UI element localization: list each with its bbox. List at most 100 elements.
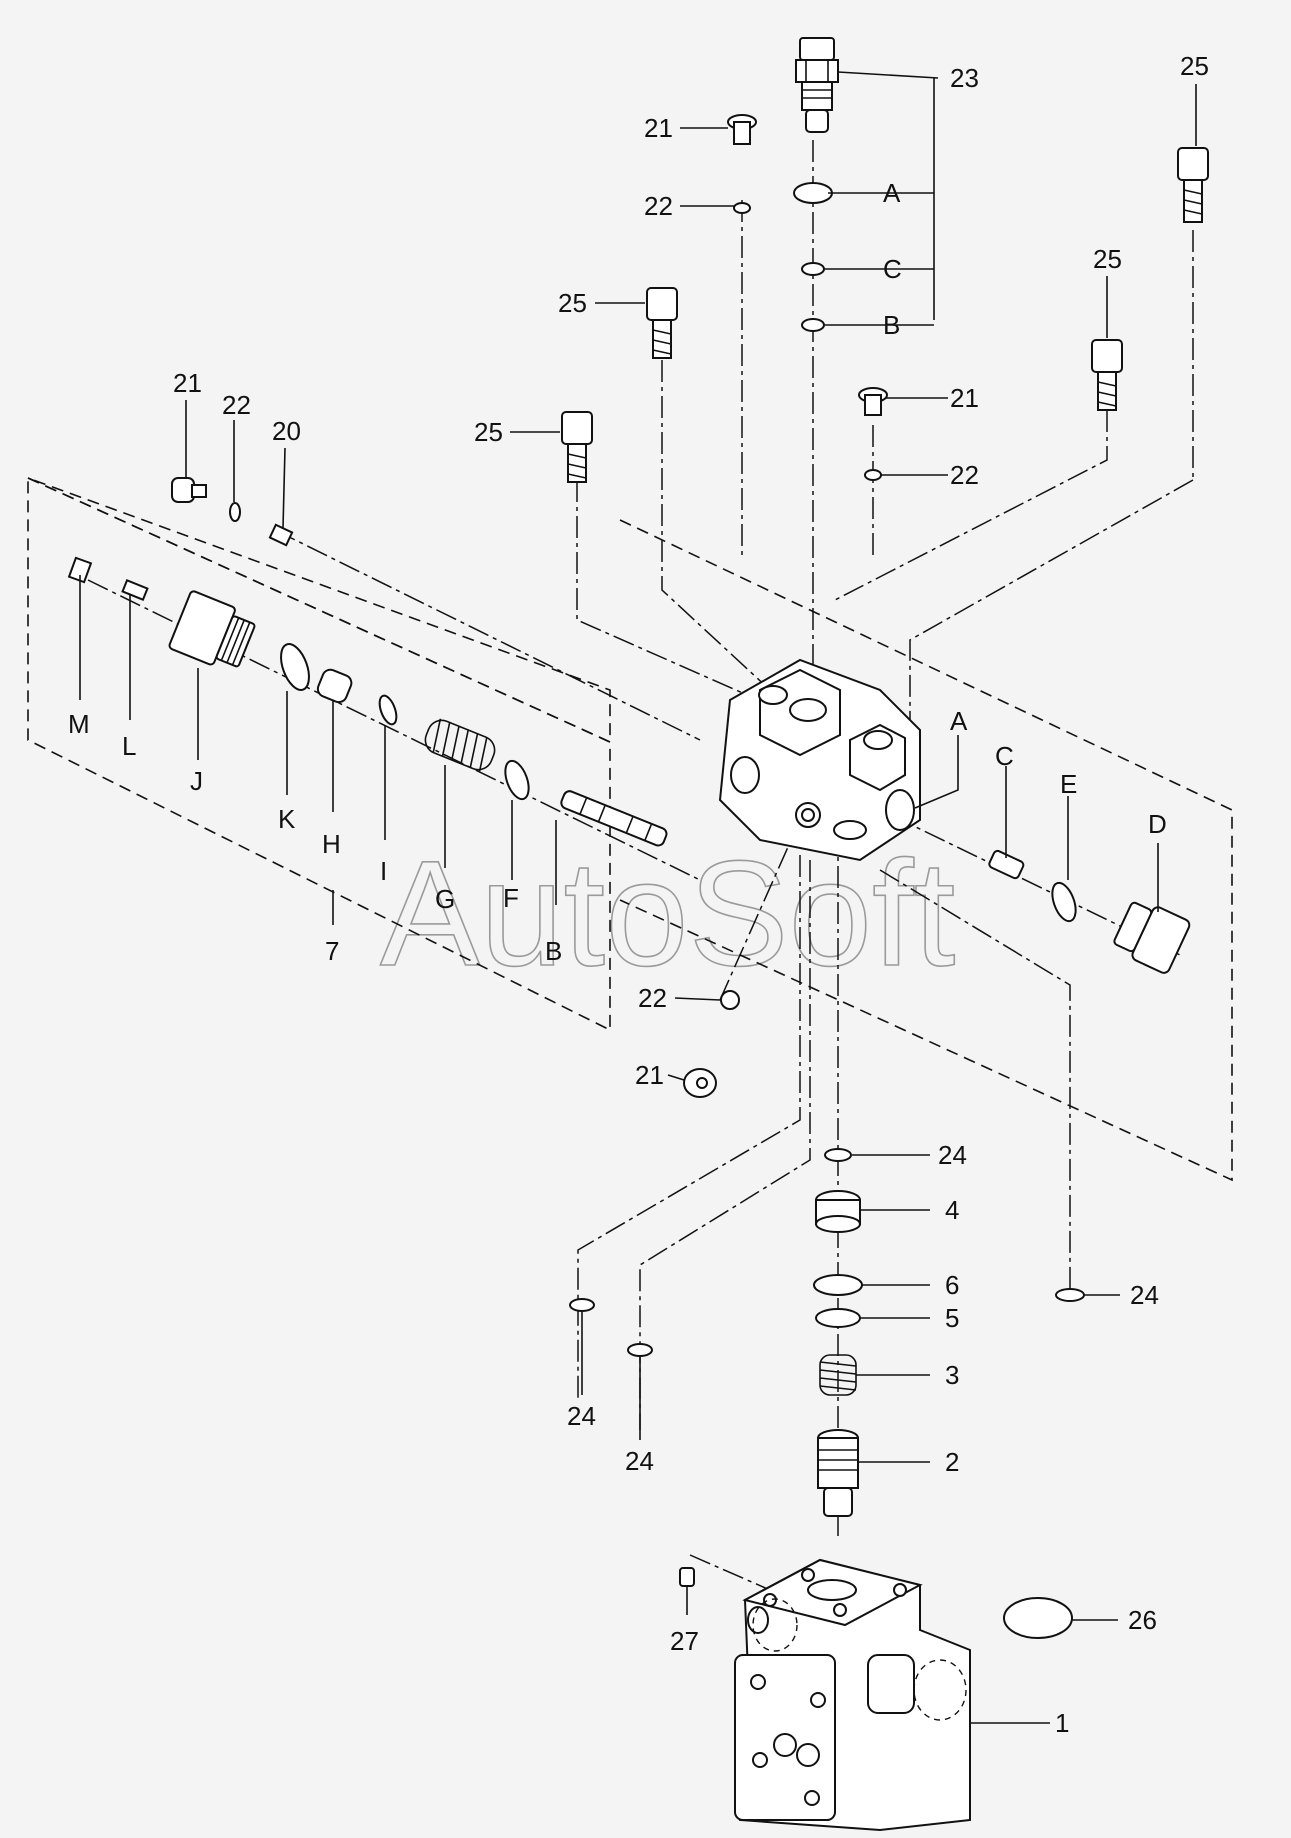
callout-A-top: A xyxy=(883,178,901,208)
callout-L: L xyxy=(122,731,136,761)
screw-L xyxy=(121,579,149,601)
callout-22-r: 22 xyxy=(950,460,979,490)
plug-21-top xyxy=(727,114,757,145)
callout-24-b: 24 xyxy=(567,1401,596,1431)
bolt-25-top-right xyxy=(1177,147,1209,223)
bolt-25-right xyxy=(1091,339,1123,411)
callout-5: 5 xyxy=(945,1303,959,1333)
callout-3: 3 xyxy=(945,1360,959,1390)
callout-C-top: C xyxy=(883,254,902,284)
callout-20: 20 xyxy=(272,416,301,446)
axis-24-d xyxy=(879,869,1071,1290)
callout-21-l: 21 xyxy=(173,368,202,398)
callout-25-c: 25 xyxy=(558,288,587,318)
screw-27 xyxy=(679,1567,695,1587)
washer-F xyxy=(504,759,530,801)
callout-22-low: 22 xyxy=(638,983,667,1013)
callout-22-top: 22 xyxy=(644,191,673,221)
o-ring-24-b xyxy=(569,1298,595,1312)
callout-J: J xyxy=(190,766,203,796)
callout-A-r: A xyxy=(950,706,968,736)
axis-21-low xyxy=(719,819,801,1001)
callout-C-r: C xyxy=(995,741,1014,771)
callout-1: 1 xyxy=(1055,1708,1069,1738)
check-C-right xyxy=(988,849,1025,880)
callout-F: F xyxy=(503,883,519,913)
axis-25-l xyxy=(576,480,771,706)
piston-4 xyxy=(815,1190,861,1233)
group-outline-7-top xyxy=(27,477,611,744)
callout-21-r: 21 xyxy=(950,383,979,413)
plug-21-left xyxy=(171,477,207,503)
o-ring-A-top xyxy=(793,182,833,204)
part-23-relief-valve xyxy=(795,37,839,133)
axis-25-c xyxy=(661,360,771,691)
plug-21-lower xyxy=(683,1068,717,1098)
axis-20 xyxy=(274,529,701,741)
seal-22-right xyxy=(864,469,882,481)
callout-E: E xyxy=(1060,769,1077,799)
o-ring-5 xyxy=(815,1308,861,1328)
callout-25-r2: 25 xyxy=(1093,244,1122,274)
callout-4: 4 xyxy=(945,1195,959,1225)
axis-25-tr-bend xyxy=(909,479,1194,800)
callout-D: D xyxy=(1148,809,1167,839)
callout-M: M xyxy=(68,709,90,739)
callout-K: K xyxy=(278,804,296,834)
spring-G xyxy=(424,718,496,772)
group-outline-7 xyxy=(27,476,611,1032)
callout-G: G xyxy=(435,884,455,914)
o-ring-26 xyxy=(1003,1597,1073,1639)
o-ring-24-c xyxy=(627,1343,653,1357)
leader-23-group xyxy=(824,71,939,326)
plug-J xyxy=(168,590,256,668)
spool-B xyxy=(560,790,668,847)
set-screw-20 xyxy=(268,523,294,547)
leader-21-low xyxy=(667,1074,685,1081)
seal-22-left xyxy=(229,502,241,522)
snap-ring-I xyxy=(378,694,398,726)
cap-M xyxy=(67,556,93,584)
callout-24-a: 24 xyxy=(938,1140,967,1170)
bolt-25-center xyxy=(646,287,678,359)
seal-22-lower xyxy=(720,990,740,1010)
callout-25-tr: 25 xyxy=(1180,51,1209,81)
callout-23: 23 xyxy=(950,63,979,93)
valve-block xyxy=(718,658,921,862)
callout-24-d: 24 xyxy=(1130,1280,1159,1310)
callout-2: 2 xyxy=(945,1447,959,1477)
group-outline-body xyxy=(619,519,1233,1182)
body-1 xyxy=(733,1558,971,1832)
callout-B-top: B xyxy=(883,310,900,340)
ring-6 xyxy=(813,1274,863,1296)
callout-26: 26 xyxy=(1128,1605,1157,1635)
callout-25-l: 25 xyxy=(474,417,503,447)
piston-H xyxy=(316,668,353,704)
plug-D xyxy=(1113,901,1191,974)
poppet-2 xyxy=(817,1429,859,1517)
hidden-port-right xyxy=(913,1659,967,1721)
callout-21-top: 21 xyxy=(644,113,673,143)
o-ring-K xyxy=(280,643,310,691)
seal-22-top xyxy=(733,202,751,214)
callout-I: I xyxy=(380,856,387,886)
plug-21-right xyxy=(858,387,888,416)
leader-20 xyxy=(282,447,286,529)
o-ring-24-d xyxy=(1055,1288,1085,1302)
leader-22-low xyxy=(674,997,721,1001)
hidden-port-left xyxy=(752,1598,798,1652)
callout-H: H xyxy=(322,829,341,859)
callout-24-c: 24 xyxy=(625,1446,654,1476)
axis-24-b xyxy=(577,855,801,1400)
o-ring-E xyxy=(1051,881,1077,923)
o-ring-C-top xyxy=(801,262,825,276)
callout-22-l: 22 xyxy=(222,390,251,420)
callout-6: 6 xyxy=(945,1270,959,1300)
axis-27 xyxy=(689,1554,771,1591)
callout-27: 27 xyxy=(670,1626,699,1656)
callout-B-mid: B xyxy=(545,936,562,966)
callout-7: 7 xyxy=(325,936,339,966)
o-ring-B-top xyxy=(801,318,825,332)
